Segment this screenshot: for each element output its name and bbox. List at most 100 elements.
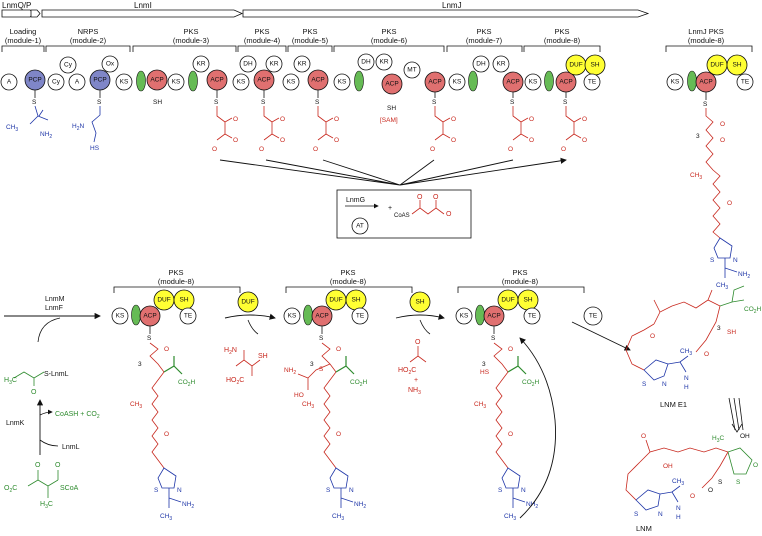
ch3-1-sub: 3 — [15, 127, 18, 133]
s-thz: S — [326, 487, 331, 494]
s-8: S — [563, 99, 568, 106]
svg-text:HO2C: HO2C — [226, 377, 244, 386]
o-carbonyl: O — [508, 346, 513, 353]
pks-sub: (module-8) — [158, 277, 195, 286]
lnmk-label: LnmK — [6, 420, 25, 427]
domain-te: TE — [184, 313, 193, 320]
domain-te-r: TE — [741, 79, 750, 86]
gene-label-lnmi: LnmI — [134, 1, 152, 10]
ho2c-pyr-sub: 2 — [409, 370, 412, 376]
lnmg-section: LnmG AT + CoAS O O O — [219, 160, 566, 239]
atom-s-2: S — [97, 99, 102, 106]
s-lnml: S-LnmL — [44, 371, 69, 378]
o-pyr: O — [415, 339, 421, 346]
s-6: S — [432, 99, 437, 106]
sh-cys: SH — [258, 353, 268, 360]
ch3-chain: CH — [302, 401, 312, 408]
domain-kr-5: KR — [297, 61, 306, 68]
o-r-3: O — [727, 200, 732, 207]
o-acyl: O — [31, 389, 37, 396]
n-lnm-thz: N — [658, 511, 663, 518]
lnm-e1-label: LNM E1 — [660, 400, 687, 409]
domain-sh-8: SH — [590, 62, 599, 69]
svg-text:NH3: NH3 — [408, 387, 421, 396]
domain-acp-4: ACP — [257, 77, 270, 84]
num3: 3 — [138, 361, 142, 368]
coash-label: CoASH + CO — [55, 411, 97, 418]
s-4: S — [261, 99, 266, 106]
nh2-thz-sub: 2 — [363, 504, 366, 510]
domain-a-1: A — [7, 79, 12, 86]
co2h-sub: 2 — [532, 382, 535, 388]
hs-2: HS — [90, 145, 100, 152]
domain-ks: KS — [288, 313, 297, 320]
ho2c-cys: HO — [226, 377, 237, 384]
s-lnm-thz: S — [634, 511, 639, 518]
svg-text:NH2: NH2 — [526, 501, 538, 510]
co2h: CO — [350, 379, 360, 386]
nh2-adduct-sub: 2 — [293, 370, 296, 376]
o-mm-2: O — [55, 462, 61, 469]
oh-lnm-1: OH — [663, 463, 673, 470]
sh-reagent: SH — [415, 299, 424, 306]
o-6a: O — [451, 116, 456, 123]
co2h: CO — [522, 379, 532, 386]
nh3-sub: 3 — [418, 390, 421, 396]
svg-text:CO2H: CO2H — [350, 379, 368, 388]
h2n-2-n: N — [79, 123, 84, 130]
h-lnm-amide: H — [676, 514, 681, 521]
o-chain: O — [336, 431, 341, 438]
module-7-sub: (module-7) — [466, 36, 503, 45]
domain-acp: ACP — [487, 313, 500, 320]
module-5-title: PKS — [302, 27, 317, 36]
lnmj-pks-sub: (module-8) — [688, 36, 725, 45]
domain-acp-5: ACP — [311, 77, 324, 84]
svg-text:CH3: CH3 — [332, 513, 344, 522]
domain-acp-6: ACP — [385, 81, 398, 88]
svg-text:NH2: NH2 — [284, 367, 296, 376]
step-arrows: DUF H2N SH HO2C SH O HO2C + NH3 TE — [224, 291, 631, 519]
o2c-mm: O — [4, 485, 10, 492]
loading-structures: S CH3 NH2 S H2N HS — [6, 90, 102, 152]
te-reagent: TE — [589, 313, 598, 320]
n-thz: N — [349, 487, 354, 494]
domain-sh: SH — [523, 297, 532, 304]
h3c-lnm: H — [712, 435, 717, 442]
pks-title: PKS — [340, 268, 355, 277]
nh2-thz: NH — [526, 501, 536, 508]
domain-ks-5: KS — [287, 79, 296, 86]
o2c-sub: 2 — [9, 488, 12, 494]
domain-sh: SH — [351, 297, 360, 304]
svg-text:CH3: CH3 — [672, 478, 684, 487]
ch3-lnm-sub: 3 — [681, 481, 684, 487]
svg-text:CO2H: CO2H — [178, 379, 196, 388]
oh-lnm-2: OH — [740, 433, 750, 440]
module-headers: Loading(module-1) NRPS(module-2) PKS(mod… — [1, 27, 601, 52]
h2n-2-sub: 2 — [77, 126, 80, 132]
domain-acp-3b: ACP — [210, 77, 223, 84]
s-7: S — [510, 99, 515, 106]
domain-acp-8: ACP — [559, 79, 572, 86]
domain-te: TE — [356, 313, 365, 320]
domain-ks-7: KS — [453, 79, 462, 86]
svg-text:O2C: O2C — [4, 485, 17, 494]
o-lnmg-a: O — [417, 194, 423, 201]
o-lnm-3: O — [708, 487, 713, 494]
num3: 3 — [482, 361, 486, 368]
o-6b: O — [451, 137, 456, 144]
o-3a: O — [233, 116, 238, 123]
s-3: S — [214, 99, 219, 106]
ch3-thz-sub: 3 — [513, 516, 516, 522]
o-lnm-2: O — [753, 462, 758, 469]
co2h-e1-h: H — [757, 306, 762, 313]
svg-text:CO2H: CO2H — [522, 379, 540, 388]
domain-at: AT — [356, 223, 364, 230]
ch3-thz: CH — [160, 513, 170, 520]
pks-sub: (module-8) — [502, 277, 539, 286]
svg-text:CH3: CH3 — [160, 513, 172, 522]
svg-text:CH3: CH3 — [504, 513, 516, 522]
ch3-thz-r-sub: 3 — [725, 285, 728, 291]
domain-acp: ACP — [143, 313, 156, 320]
